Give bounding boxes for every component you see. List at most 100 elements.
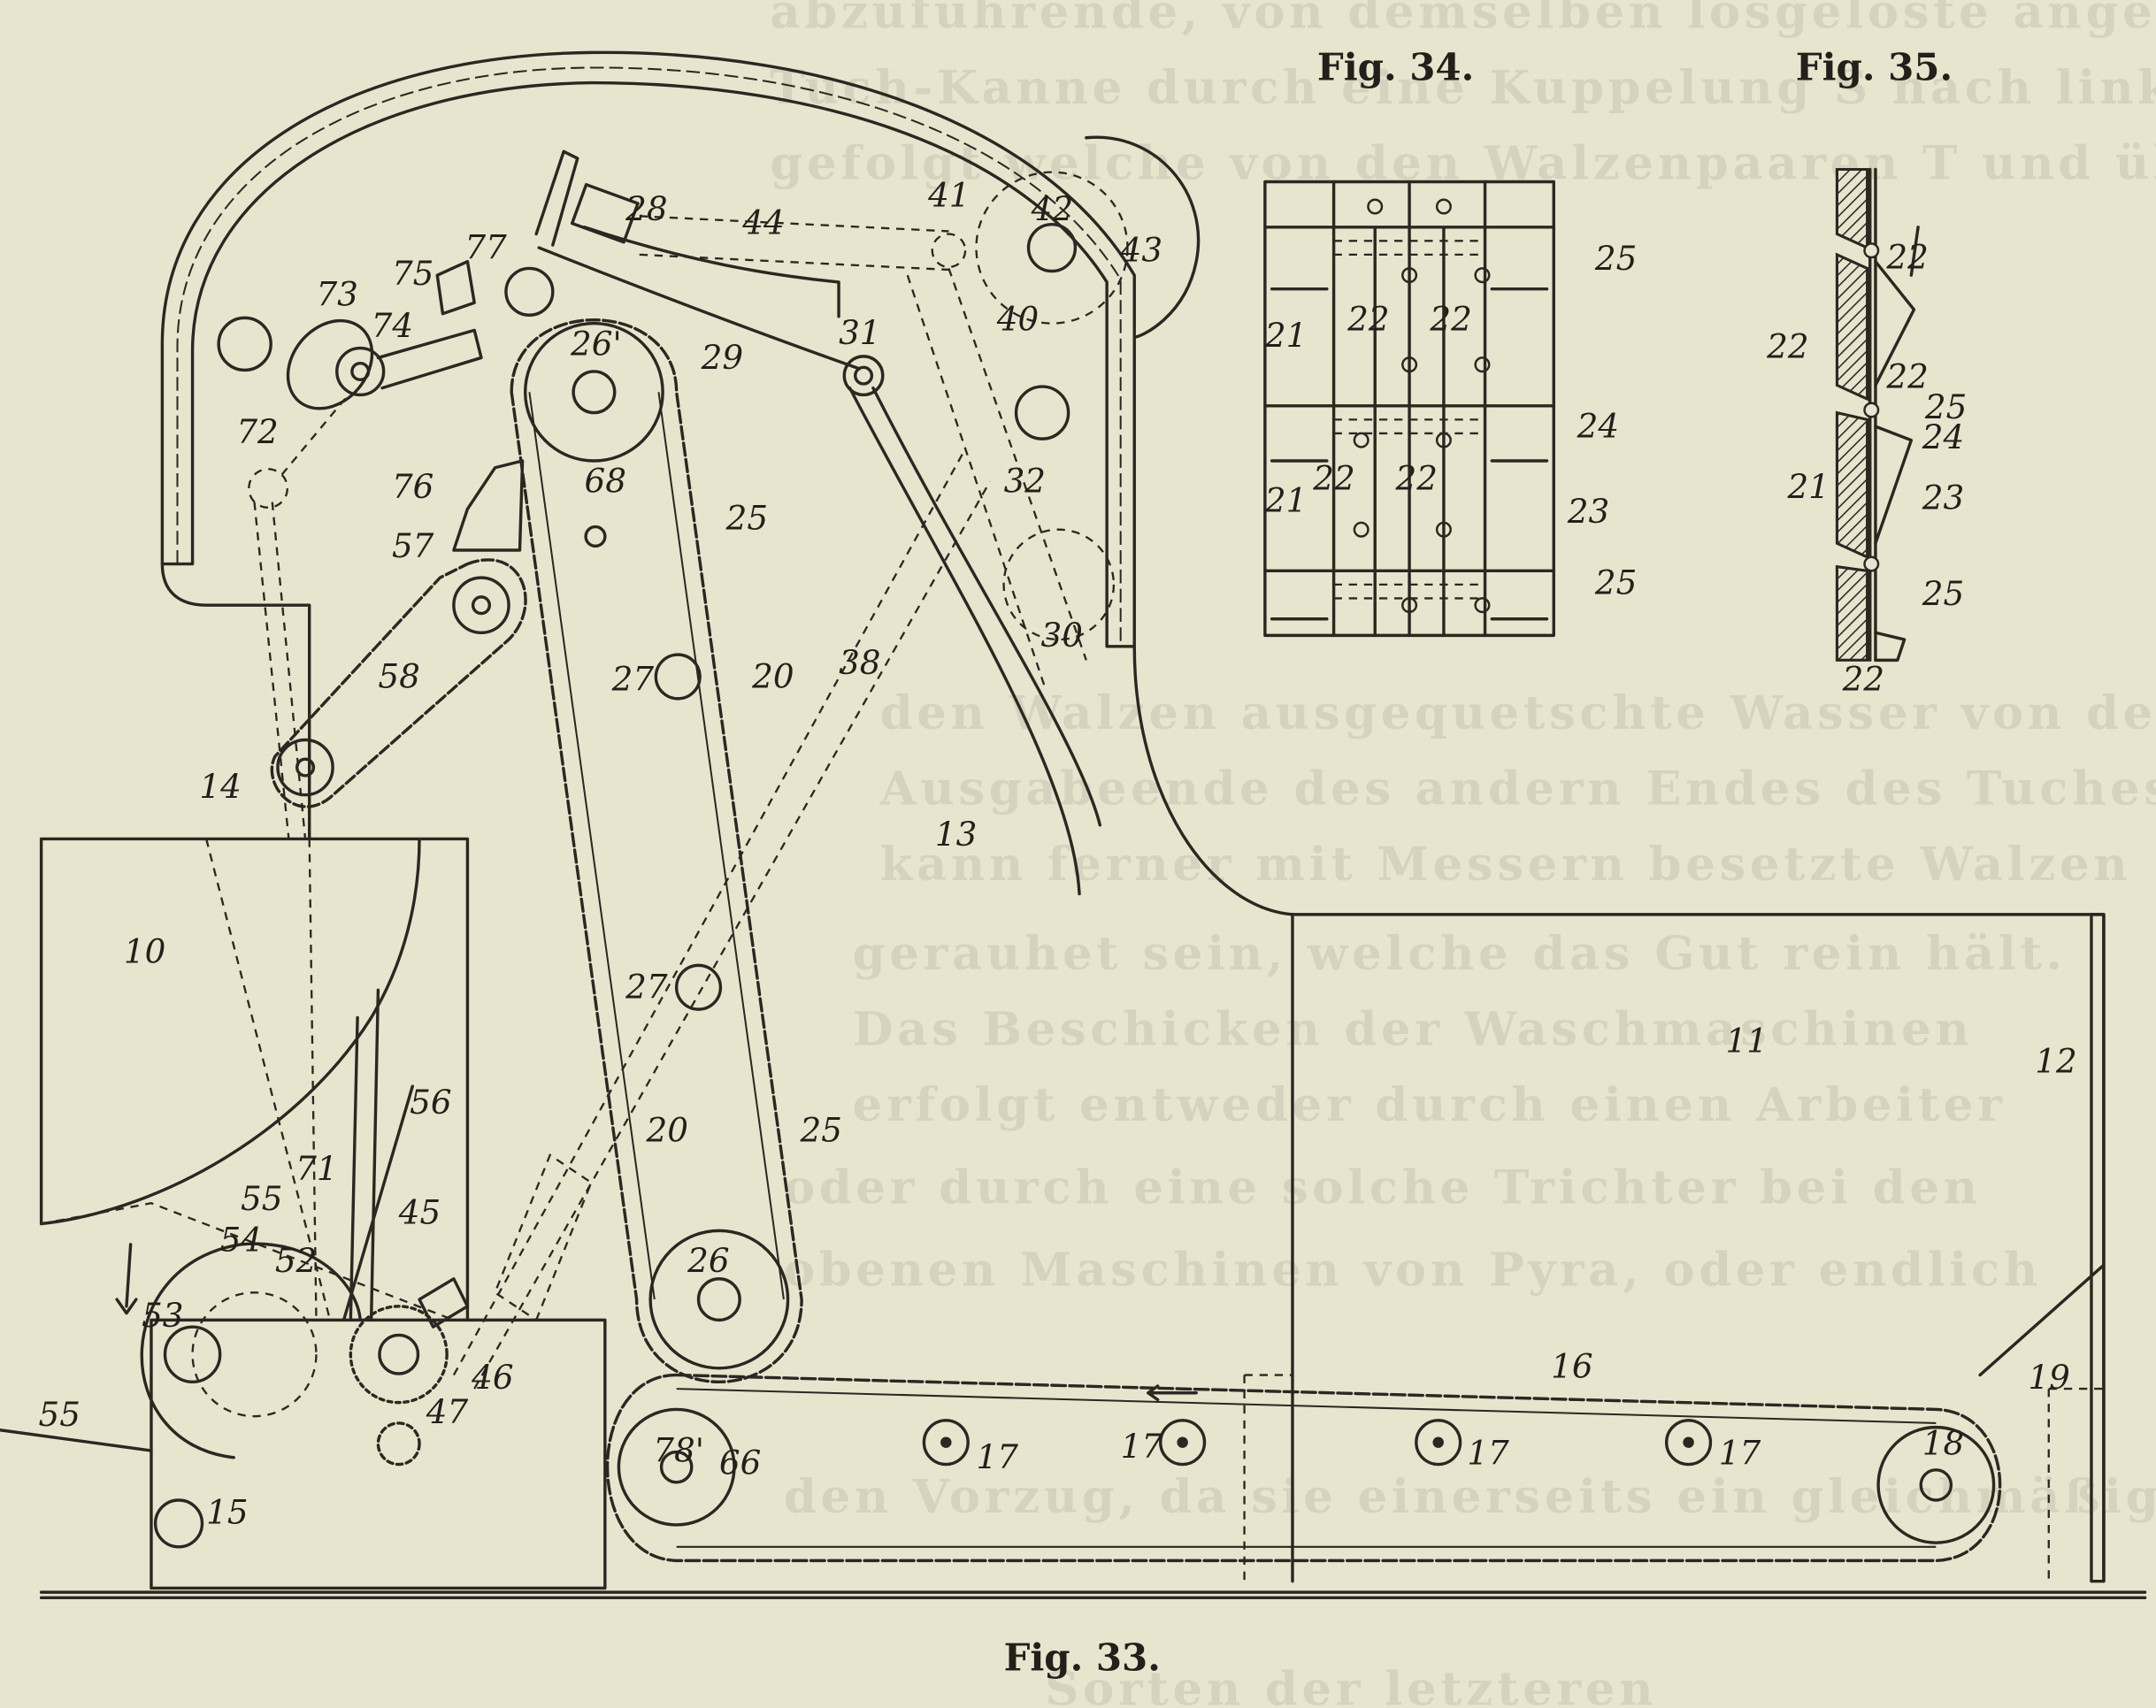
shaft-42 xyxy=(1026,222,1078,273)
label: 22 xyxy=(1429,299,1471,338)
pin xyxy=(584,525,607,548)
gear-52 xyxy=(191,1291,318,1418)
label: 41 xyxy=(927,175,970,214)
gear-46 xyxy=(376,1421,421,1467)
guide-19 xyxy=(1978,1263,2106,1377)
frame xyxy=(160,562,311,841)
label: 74 xyxy=(372,306,413,345)
label: 17 xyxy=(1121,1427,1163,1466)
label: 14 xyxy=(199,767,241,806)
label: 54 xyxy=(220,1221,262,1260)
label: 20 xyxy=(751,656,794,695)
bleed-through-text: abzuführende, von demselben losgelöste a… xyxy=(770,0,2156,1708)
bleed-line: erfolgt entweder durch einen Arbeiter xyxy=(853,1077,2006,1132)
label: 77 xyxy=(464,228,507,267)
label: 27 xyxy=(611,660,655,699)
hinge-pins xyxy=(1863,242,1880,572)
fig-35-caption: Fig. 35. xyxy=(1796,45,1953,88)
label: 52 xyxy=(275,1241,317,1280)
wedge-76 xyxy=(452,459,525,552)
label: 76 xyxy=(392,467,434,506)
label: 25 xyxy=(1594,563,1637,602)
label: 40 xyxy=(996,299,1039,338)
label: 15 xyxy=(206,1492,248,1531)
handle-73 xyxy=(286,318,374,410)
label: 22 xyxy=(1347,299,1389,338)
label: 27 xyxy=(625,968,668,1007)
bleed-line: Ausgabeende des andern Endes des Tuches xyxy=(879,762,2156,816)
label: 44 xyxy=(741,203,784,242)
apron-30 xyxy=(848,386,1102,896)
hub-53 xyxy=(163,1325,222,1384)
pivot-72 xyxy=(248,468,288,509)
scraper xyxy=(534,149,579,247)
rods-56-71 xyxy=(341,988,414,1322)
block-28 xyxy=(570,182,640,244)
label: 28 xyxy=(625,189,667,228)
bleed-line: Sorten der letzteren xyxy=(1045,1662,1657,1708)
label: 25 xyxy=(800,1110,842,1149)
lever-74 xyxy=(376,328,483,390)
fig-33-labels: 28 44 41 42 43 77 75 73 74 40 26' 29 31 … xyxy=(39,175,2077,1531)
label: 29 xyxy=(701,338,743,377)
label: 57 xyxy=(392,526,434,565)
dashed-wheel xyxy=(1002,528,1116,641)
belt-55 xyxy=(0,1428,153,1452)
bleed-line: Tuch-Kanne durch eine Kuppelung S nach l… xyxy=(770,60,2156,115)
label: 31 xyxy=(839,313,880,352)
label: 53 xyxy=(142,1296,183,1335)
label: 17 xyxy=(976,1437,1018,1476)
label: 22 xyxy=(1885,237,1928,276)
label: 56 xyxy=(410,1083,451,1122)
rivets xyxy=(1353,198,1491,614)
dashed-bracket xyxy=(494,1153,593,1322)
direction-arrow xyxy=(1147,1384,1198,1402)
label: 55 xyxy=(39,1395,81,1434)
label: 32 xyxy=(1004,462,1046,501)
label: 22 xyxy=(1395,459,1438,498)
label: 71 xyxy=(295,1149,337,1188)
label: 21 xyxy=(1264,481,1307,520)
label: 46 xyxy=(471,1358,513,1397)
sprocket-26-top xyxy=(523,321,664,463)
fig-34-caption: Fig. 34. xyxy=(1317,45,1474,88)
wall-12 xyxy=(2090,913,2106,1583)
label: 78' xyxy=(653,1430,704,1469)
arrow xyxy=(115,1243,138,1315)
bleed-line: gerauhet sein, welche das Gut rein hält. xyxy=(853,926,2067,981)
label: 55 xyxy=(241,1179,282,1218)
gear-45-47 xyxy=(349,1305,449,1405)
roller-31 xyxy=(842,355,885,397)
label: 12 xyxy=(2035,1042,2076,1081)
bleed-line: abzuführende, von demselben losgelöste a… xyxy=(770,0,2156,39)
label: 10 xyxy=(124,931,165,970)
pawl-75 xyxy=(435,259,476,316)
label: 42 xyxy=(1031,189,1073,228)
bleed-line: Das Beschicken der Waschmaschinen xyxy=(853,1002,1974,1057)
label: 25 xyxy=(1594,239,1637,278)
label: 22 xyxy=(1766,326,1808,365)
bleed-line: kann ferner mit Messern besetzte Walzen xyxy=(880,837,2132,892)
label: 17 xyxy=(1467,1434,1509,1473)
label: 72 xyxy=(236,412,278,451)
hood xyxy=(160,50,1136,648)
label: 75 xyxy=(392,254,434,293)
label: 23 xyxy=(1567,492,1609,531)
bleed-line: obenen Maschinen von Pyra, oder endlich xyxy=(784,1243,2042,1298)
label: 25 xyxy=(1922,574,1964,613)
shaft xyxy=(1014,385,1070,440)
label: 24 xyxy=(1577,407,1619,446)
label: 25 xyxy=(1924,387,1967,426)
label: 68 xyxy=(585,462,626,501)
label: 17 xyxy=(1719,1434,1761,1473)
shaft-15 xyxy=(153,1498,204,1549)
dashed-rods xyxy=(452,268,1087,1390)
trough-10 xyxy=(39,837,470,1322)
chain-58 xyxy=(270,558,527,808)
label: 22 xyxy=(1842,660,1884,699)
label: 30 xyxy=(1041,616,1083,655)
label: 58 xyxy=(378,656,419,695)
label: 26 xyxy=(687,1241,729,1280)
roller-27 xyxy=(654,653,702,701)
